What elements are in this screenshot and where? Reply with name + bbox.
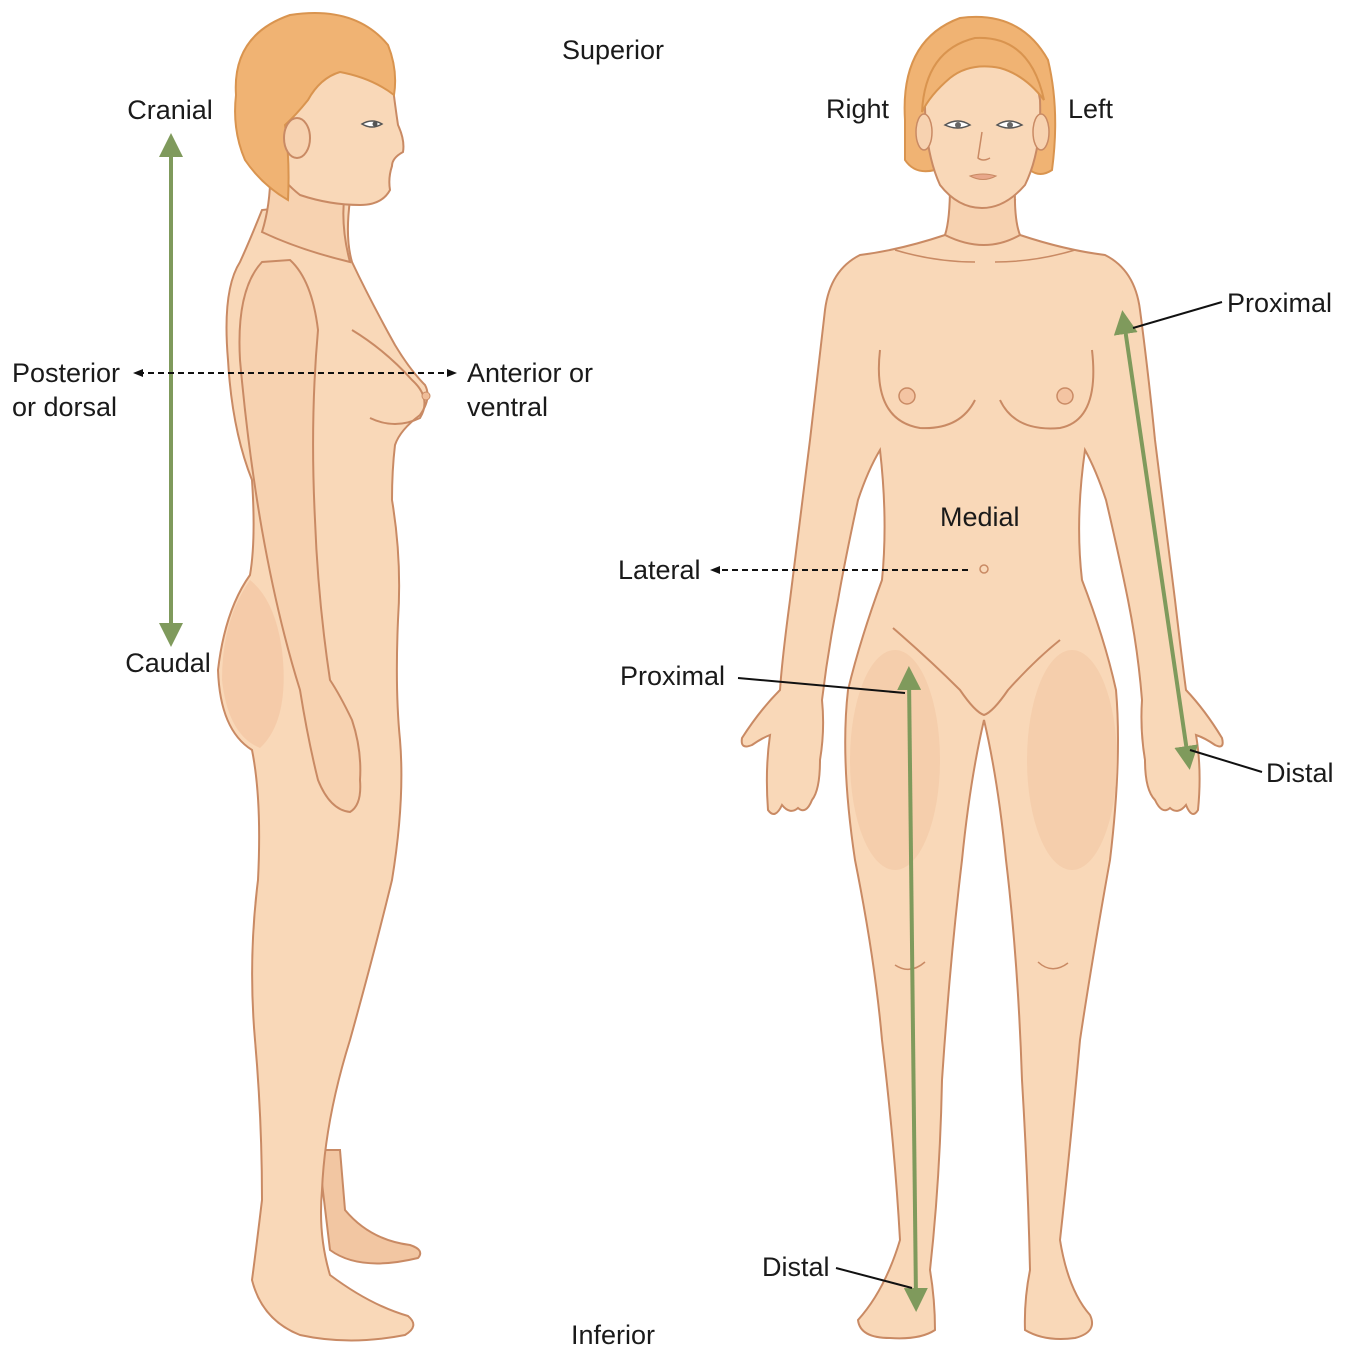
- label-superior: Superior: [562, 33, 664, 67]
- label-medial: Medial: [940, 500, 1020, 534]
- label-lateral: Lateral: [618, 553, 701, 587]
- label-proximal-arm: Proximal: [1227, 286, 1332, 320]
- side-back-foot: [318, 1150, 420, 1263]
- label-distal-leg: Distal: [762, 1250, 830, 1284]
- front-body: [742, 200, 1223, 1339]
- front-view-body: [742, 17, 1223, 1339]
- leader-distal-arm: [1190, 750, 1262, 772]
- label-distal-arm: Distal: [1266, 756, 1334, 790]
- label-right: Right: [826, 92, 889, 126]
- side-view-body: [218, 13, 430, 1341]
- side-nipple: [422, 392, 430, 400]
- label-posterior-dorsal: Posterior or dorsal: [12, 356, 120, 424]
- label-left: Left: [1068, 92, 1113, 126]
- leader-proximal-arm: [1133, 302, 1222, 328]
- label-proximal-leg: Proximal: [620, 659, 725, 693]
- label-inferior: Inferior: [571, 1318, 655, 1352]
- side-eye: [362, 121, 382, 127]
- label-caudal: Caudal: [125, 646, 211, 680]
- label-anterior-ventral: Anterior or ventral: [467, 356, 593, 424]
- label-cranial: Cranial: [127, 93, 213, 127]
- side-ear: [284, 118, 310, 158]
